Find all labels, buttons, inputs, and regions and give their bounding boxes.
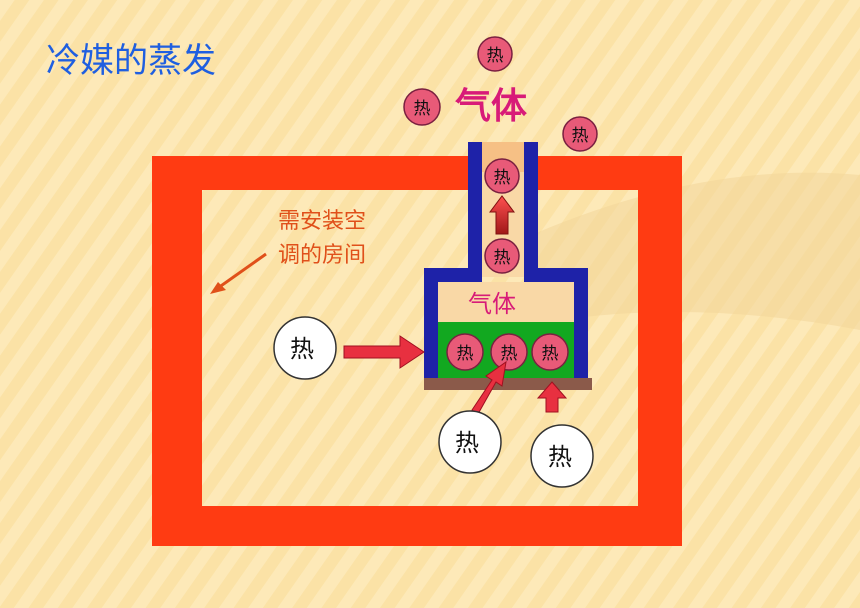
room-label-arrow xyxy=(217,252,267,290)
gas-label-inner: 气体 xyxy=(468,290,516,318)
base-plate xyxy=(424,378,592,390)
heat-source-bottom-right: 热 xyxy=(530,424,594,488)
svg-text:热: 热 xyxy=(501,344,518,364)
heat-arrow-diagonal xyxy=(471,360,507,415)
heat-ball-left: 热 xyxy=(403,88,441,126)
svg-text:热: 热 xyxy=(414,99,431,119)
heat-ball-chimney-lower: 热 xyxy=(484,238,520,274)
svg-text:热: 热 xyxy=(494,168,511,188)
room-label-line2: 调的房间 xyxy=(278,243,366,268)
heat-ball-liquid-3: 热 xyxy=(531,333,569,371)
room-walls xyxy=(152,156,682,546)
page-title: 冷媒的蒸发 xyxy=(46,41,216,81)
svg-text:热: 热 xyxy=(290,335,314,363)
heat-arrow-bottom xyxy=(536,381,568,413)
heat-ball-liquid-1: 热 xyxy=(446,333,484,371)
background-swoosh xyxy=(520,172,860,330)
svg-text:热: 热 xyxy=(542,344,559,364)
heat-ball-liquid-2: 热 xyxy=(490,333,528,371)
room-label-arrowhead xyxy=(210,282,226,294)
gas-label-top: 气体 xyxy=(455,86,527,127)
svg-text:热: 热 xyxy=(572,126,589,146)
room-label-line1: 需安装空 xyxy=(278,209,366,234)
heat-ball-top: 热 xyxy=(477,36,513,72)
svg-text:热: 热 xyxy=(494,248,511,268)
svg-text:热: 热 xyxy=(455,429,479,457)
heat-source-left: 热 xyxy=(273,316,337,380)
heat-source-bottom-left: 热 xyxy=(438,410,502,474)
heat-ball-right: 热 xyxy=(562,116,598,152)
vessel-wall xyxy=(424,268,588,378)
svg-text:热: 热 xyxy=(457,344,474,364)
svg-text:热: 热 xyxy=(548,443,572,471)
svg-text:热: 热 xyxy=(487,46,504,66)
rise-arrow xyxy=(489,195,515,235)
heat-arrow-left xyxy=(343,335,425,369)
heat-ball-chimney-upper: 热 xyxy=(484,158,520,194)
vessel-gas xyxy=(438,282,574,322)
